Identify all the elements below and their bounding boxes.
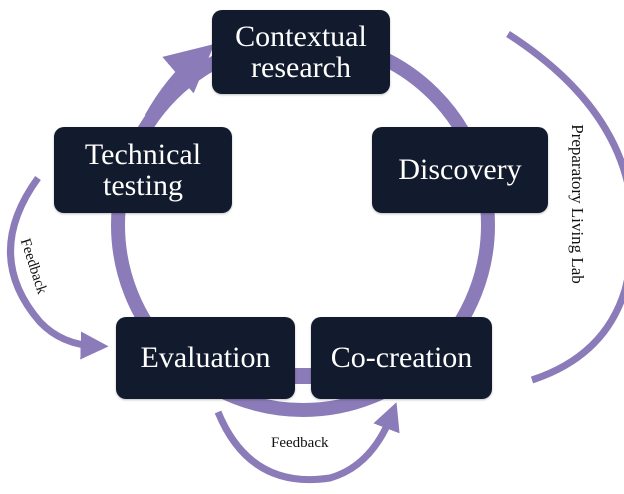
feedback-left-arrow [7, 175, 109, 360]
technical-testing-line1: Technical [84, 137, 202, 171]
feedback-bottom-label: Feedback [271, 435, 329, 451]
evaluation-label: Evaluation [140, 341, 271, 375]
evaluation-cocreation-connector [294, 368, 312, 384]
feedback-bottom-arrow [214, 402, 400, 484]
contextual-research-line2: research [251, 51, 351, 84]
technical-testing-line2: testing [102, 169, 183, 202]
contextual-research-line1: Contextual [235, 19, 367, 53]
discovery-label: Discovery [398, 153, 522, 187]
evaluation-node: Evaluation [116, 317, 295, 399]
contextual-research-node: Contextual research [212, 10, 390, 94]
co-creation-label: Co-creation [330, 341, 473, 375]
discovery-node: Discovery [372, 127, 548, 213]
co-creation-node: Co-creation [311, 317, 492, 399]
cycle-arrow-to-contextual-research [144, 43, 215, 121]
preparatory-living-lab-arc [506, 31, 624, 384]
technical-testing-node: Technical testing [54, 127, 232, 213]
preparatory-living-lab-label: Preparatory Living Lab [567, 124, 587, 284]
